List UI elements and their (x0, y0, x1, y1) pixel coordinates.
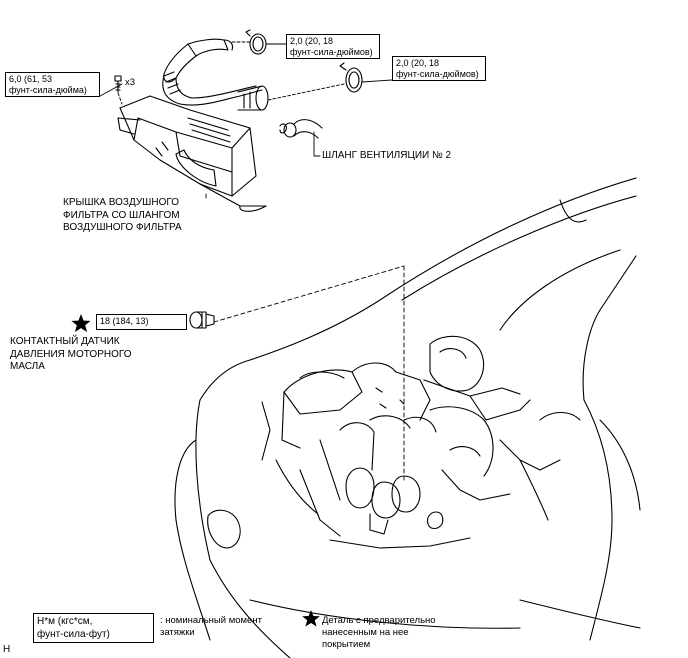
legend-precoat-description: Деталь с предварительно нанесенным на не… (322, 615, 436, 650)
legend-units-box: Н*м (кгс*см, фунт-сила-фут) (33, 613, 154, 643)
torque-box-bolts: 6,0 (61, 53 фунт-сила-дюйма) (5, 72, 100, 97)
legend-star-icon (302, 610, 320, 627)
torque-box-sensor: 18 (184, 13) (96, 314, 187, 330)
ventilation-hose-drawing (279, 119, 323, 139)
vehicle-drawing (174, 177, 641, 658)
bolt-quantity: x3 (125, 77, 136, 88)
leader-lines (99, 41, 405, 481)
bolt-drawing (114, 75, 122, 93)
torque-box-clamp-1: 2,0 (20, 18 фунт-сила-дюймов) (286, 34, 380, 59)
legend-units-description: : номинальный момент затяжки (160, 615, 262, 638)
corner-mark: H (3, 644, 11, 655)
label-air-cleaner-cap: КРЫШКА ВОЗДУШНОГО ФИЛЬТРА СО ШЛАНГОМ ВОЗ… (63, 197, 182, 233)
label-oil-pressure-switch: КОНТАКТНЫЙ ДАТЧИК ДАВЛЕНИЯ МОТОРНОГО МАС… (10, 336, 132, 372)
oil-pressure-switch-drawing (189, 311, 215, 329)
star-icon (71, 314, 91, 332)
hose-clamp-2-drawing (339, 62, 363, 93)
label-ventilation-hose: ШЛАНГ ВЕНТИЛЯЦИИ № 2 (322, 150, 452, 161)
air-cleaner-cap-drawing (117, 38, 269, 212)
torque-box-clamp-2: 2,0 (20, 18 фунт-сила-дюймов) (392, 56, 486, 81)
